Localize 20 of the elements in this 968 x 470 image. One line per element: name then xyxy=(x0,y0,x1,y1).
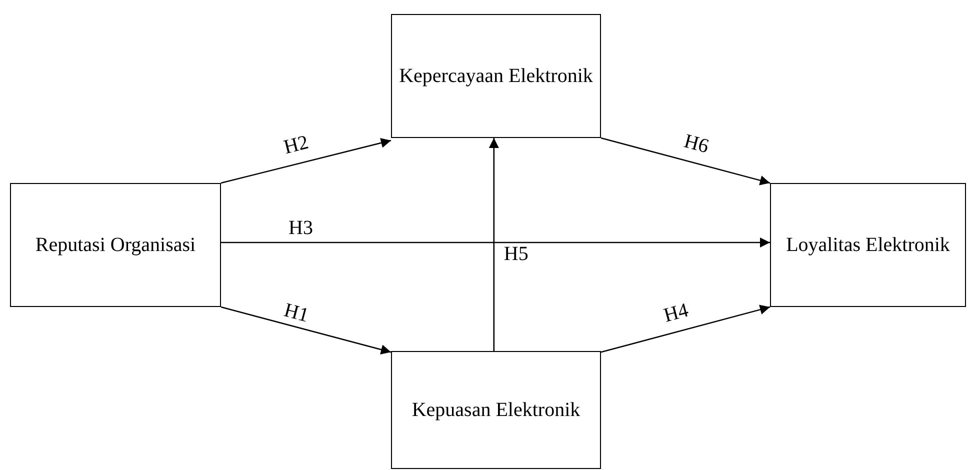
edge-label: H6 xyxy=(680,130,710,159)
edge-label: H2 xyxy=(282,132,311,160)
edge-label: H3 xyxy=(288,217,313,240)
arrow xyxy=(600,137,770,186)
arrow xyxy=(220,138,392,184)
arrow xyxy=(600,304,770,353)
concept-box xyxy=(770,183,966,307)
concept-box xyxy=(10,183,221,307)
concept-label: Loyalitas Elektronik xyxy=(786,232,950,258)
concept-label: Kepuasan Elektronik xyxy=(412,398,580,422)
arrow xyxy=(488,138,499,351)
concept-box xyxy=(391,351,601,469)
edge-label: H4 xyxy=(660,299,690,328)
concept-label: Kepercayaan Elektronik xyxy=(399,64,593,88)
concept-box xyxy=(391,14,601,138)
arrow xyxy=(220,306,392,354)
concept-label: Reputasi Organisasi xyxy=(35,232,196,258)
arrow xyxy=(221,238,770,248)
edge-label: H5 xyxy=(504,243,528,266)
edge-label: H1 xyxy=(281,299,311,328)
